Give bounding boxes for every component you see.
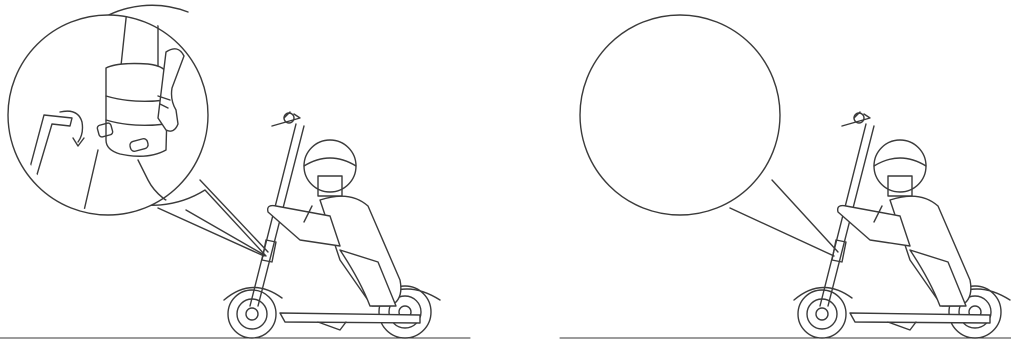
panel-right-tighten — [560, 0, 1011, 338]
rider-scooter-illustration-right — [794, 112, 1010, 338]
zoom-callout-right — [580, 0, 838, 256]
panel-left-loosen — [0, 0, 470, 338]
rider-scooter-illustration-left — [224, 112, 440, 338]
zoom-callout-left — [8, 0, 268, 256]
